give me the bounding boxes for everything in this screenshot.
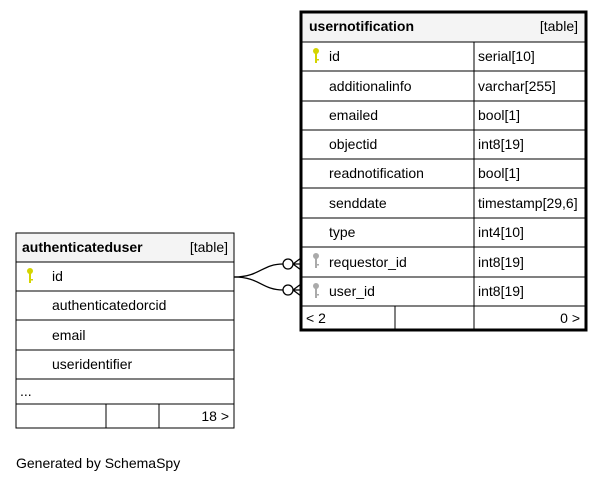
optional-circle-icon xyxy=(282,258,294,270)
column-name: type xyxy=(329,224,356,240)
children-count[interactable]: 0 > xyxy=(560,310,580,326)
table-name: authenticateduser xyxy=(22,239,143,255)
column-type: int8[19] xyxy=(478,283,524,299)
column-name: useridentifier xyxy=(52,356,132,372)
column-type: varchar[255] xyxy=(478,78,556,94)
column-type: bool[1] xyxy=(478,107,520,123)
column-type: int4[10] xyxy=(478,224,524,240)
column-type: int8[19] xyxy=(478,136,524,152)
column-name: senddate xyxy=(329,195,387,211)
column-name: authenticatedorcid xyxy=(52,297,166,313)
parents-count[interactable]: < 2 xyxy=(306,310,326,326)
column-name: requestor_id xyxy=(329,254,407,270)
column-name: id xyxy=(329,48,340,64)
edge-user xyxy=(233,276,284,291)
column-type: int8[19] xyxy=(478,254,524,270)
column-type: serial[10] xyxy=(478,48,535,64)
edge-requestor xyxy=(233,263,284,278)
table-authenticateduser[interactable]: authenticateduser [table] id authenticat… xyxy=(15,232,235,429)
generated-by-label: Generated by SchemaSpy xyxy=(16,455,181,471)
more-columns: ... xyxy=(20,383,32,399)
optional-circle-icon xyxy=(282,284,294,296)
column-type: bool[1] xyxy=(478,165,520,181)
column-name: readnotification xyxy=(329,165,424,181)
column-type: timestamp[29,6] xyxy=(478,195,578,211)
table-kind: [table] xyxy=(540,18,578,34)
children-count[interactable]: 18 > xyxy=(201,408,229,424)
table-name: usernotification xyxy=(309,18,414,34)
column-name: objectid xyxy=(329,136,377,152)
table-kind: [table] xyxy=(190,239,228,255)
relationship-edges xyxy=(233,257,302,297)
table-usernotification[interactable]: usernotification [table] id serial[10] a… xyxy=(299,10,588,332)
column-name: additionalinfo xyxy=(329,78,412,94)
column-name: email xyxy=(52,327,85,343)
column-name: user_id xyxy=(329,283,375,299)
column-name: emailed xyxy=(329,107,378,123)
column-name: id xyxy=(52,268,63,284)
